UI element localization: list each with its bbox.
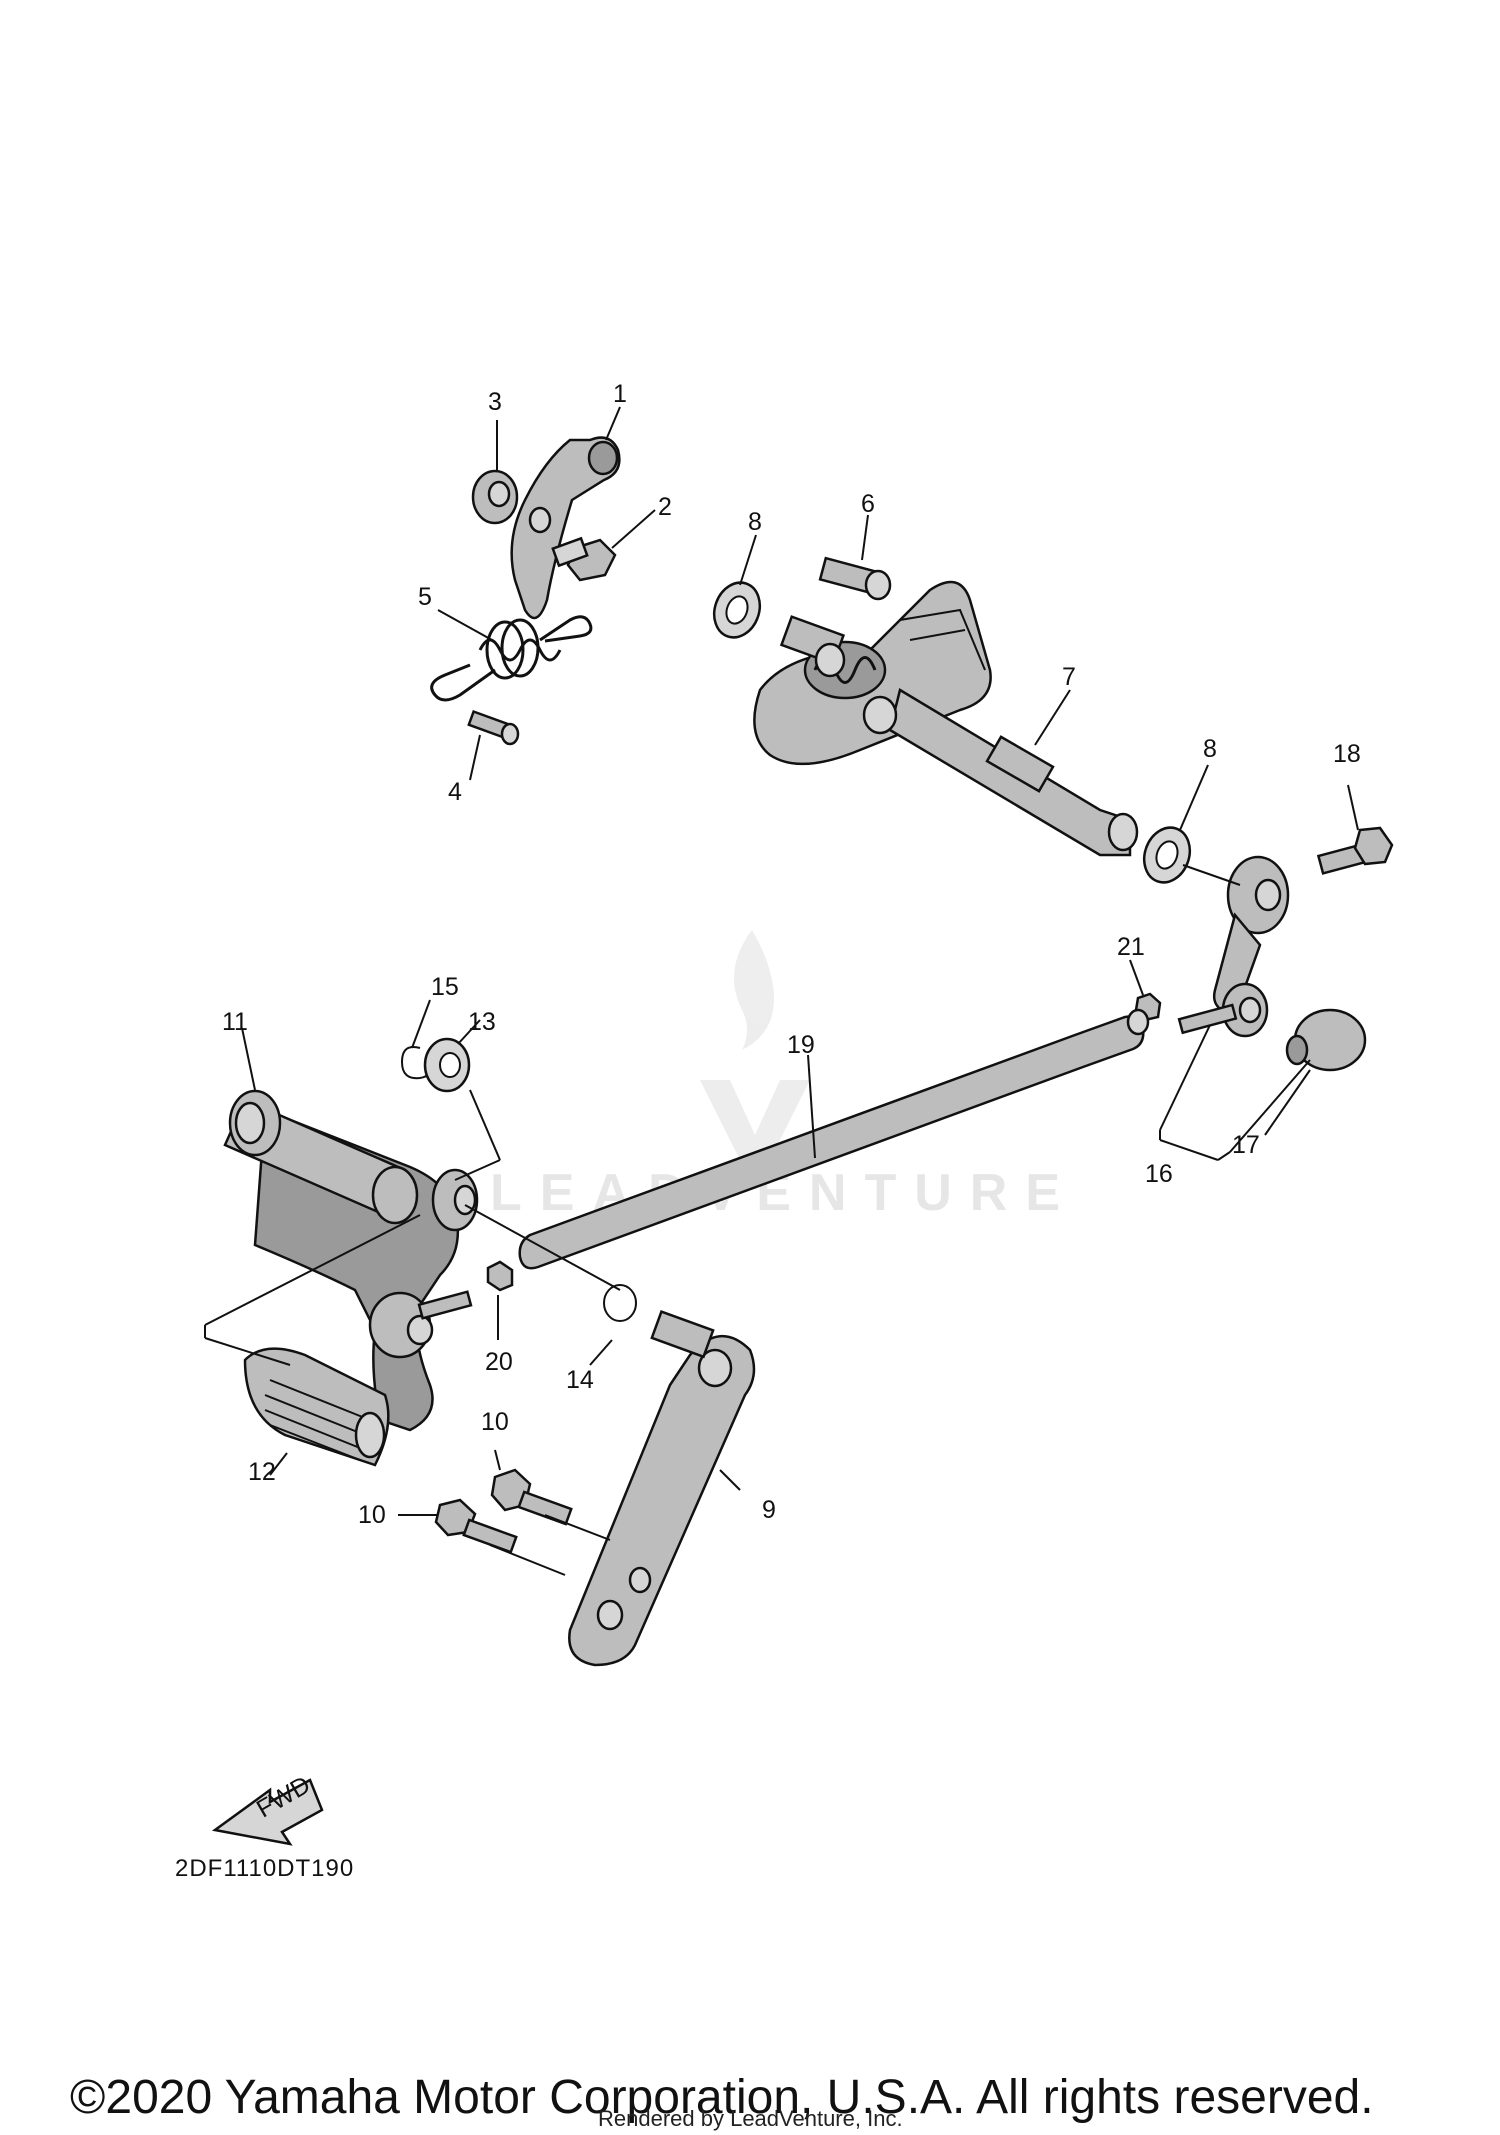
callout-5: 5: [418, 583, 432, 611]
callout-21: 21: [1117, 933, 1145, 961]
part-2-bolt: [551, 536, 617, 582]
part-4-pin: [467, 709, 520, 746]
part-13-washer: [423, 1037, 471, 1093]
fwd-arrow: FWD: [211, 1771, 324, 1846]
rendered-by-text: Rendered by LeadVenture, Inc.: [598, 2106, 903, 2131]
callout-14: 14: [566, 1366, 594, 1394]
part-7-shift-shaft: [753, 580, 1139, 857]
part-11-shift-pedal: [223, 1089, 479, 1432]
copyright-text: ©2020 Yamaha Motor Corporation, U.S.A. A…: [70, 2071, 1374, 2124]
callout-20: 20: [485, 1348, 513, 1376]
part-16-arm: [1177, 855, 1290, 1038]
part-3-bushing: [471, 469, 519, 525]
callout-11: 11: [222, 1008, 248, 1036]
part-10-bolt-lower: [434, 1498, 518, 1554]
callout-9: 9: [762, 1496, 776, 1524]
callout-7: 7: [1062, 663, 1076, 691]
callout-12: 12: [248, 1458, 276, 1486]
part-8-washer-lower: [1142, 826, 1192, 884]
part-20-nut: [486, 1260, 514, 1292]
callout-8-upper: 8: [748, 508, 762, 536]
part-1-arm-plate: [510, 436, 621, 620]
callout-16: 16: [1145, 1160, 1173, 1188]
part-5-spring: [430, 615, 593, 702]
part-10-bolt-upper: [490, 1468, 573, 1526]
part-12-pedal-rubber: [243, 1347, 390, 1467]
part-8-washer-upper: [712, 581, 762, 639]
callout-8-lower: 8: [1203, 735, 1217, 763]
callout-3: 3: [488, 388, 502, 416]
callout-19: 19: [787, 1031, 815, 1059]
callout-6: 6: [861, 490, 875, 518]
part-14-circlip: [603, 1284, 637, 1322]
callout-10-upper: 10: [481, 1408, 509, 1436]
part-18-bolt: [1316, 826, 1394, 875]
callout-13: 13: [468, 1008, 496, 1036]
callout-labels: 1 2 3 4 5 6 7 8 8 9 10 10 11 12 13 14 15…: [222, 380, 1361, 1529]
part-6-pin: [818, 556, 892, 601]
callout-10-lower: 10: [358, 1501, 386, 1529]
part-17-cover: [1285, 1008, 1367, 1072]
leader-lines: [204, 406, 1359, 1576]
callout-15: 15: [431, 973, 459, 1001]
callout-2: 2: [658, 493, 672, 521]
part-9-lever-arm: [568, 1310, 756, 1667]
callout-4: 4: [448, 778, 462, 806]
diagram-code: 2DF1110DT190: [175, 1855, 354, 1882]
callout-18: 18: [1333, 740, 1361, 768]
callout-1: 1: [613, 380, 627, 408]
callout-17: 17: [1232, 1131, 1260, 1159]
part-19-shift-rod: [518, 1008, 1150, 1270]
